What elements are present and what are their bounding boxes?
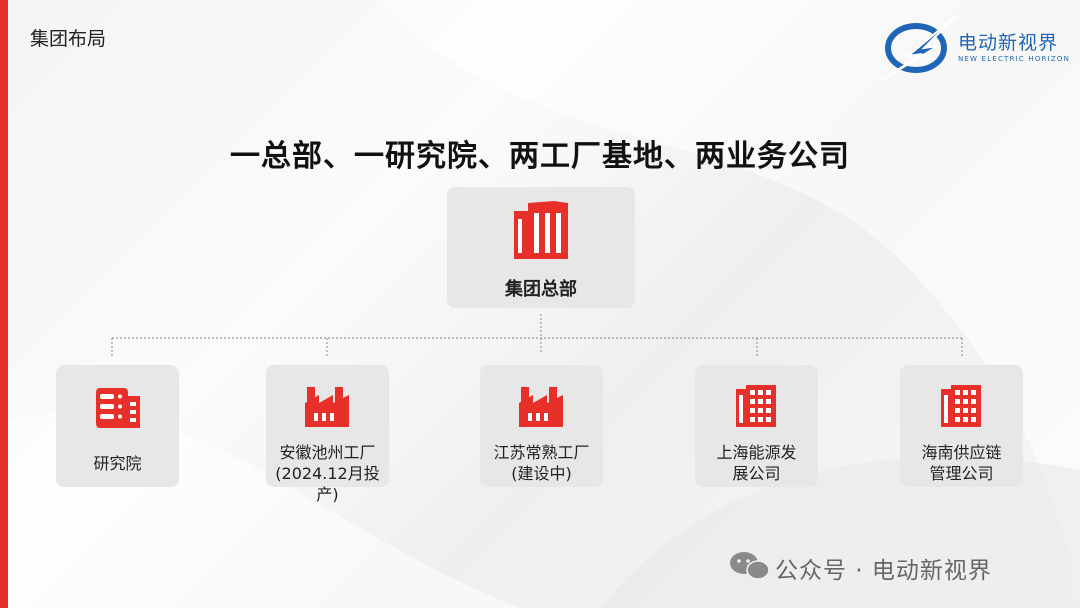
hq-label: 集团总部 xyxy=(505,279,577,300)
factory-icon xyxy=(519,387,563,427)
unit-line1: 江苏常熟工厂 xyxy=(493,443,590,462)
lightning-circle-logo xyxy=(881,15,957,81)
unit-line2: 管理公司 xyxy=(929,464,994,483)
watermark-text: 公众号 · 电动新视界 xyxy=(775,558,992,584)
unit-line1: 上海能源发 xyxy=(716,443,797,462)
hq-label-wrap: 集团总部 xyxy=(447,187,635,308)
unit-line2: (建设中) xyxy=(511,464,572,483)
unit-line1: 海南供应链 xyxy=(921,443,1002,462)
factory-icon xyxy=(305,387,349,427)
office-building-icon xyxy=(514,201,568,259)
office-tower-icon xyxy=(941,385,981,427)
office-tower-icon xyxy=(736,385,776,427)
unit-line1: 研究院 xyxy=(93,454,142,473)
unit-card-shanghai: 上海能源发 展公司 xyxy=(695,365,818,487)
section-title: 集团布局 xyxy=(30,28,107,50)
logo-name-en: NEW ELECTRIC HORIZON xyxy=(958,55,1070,63)
accent-bar xyxy=(0,0,8,608)
unit-line1: 安徽池州工厂 xyxy=(279,443,376,462)
wechat-icon xyxy=(730,552,770,580)
unit-card-changshu: 江苏常熟工厂 (建设中) xyxy=(480,365,603,487)
hq-card xyxy=(447,187,635,308)
unit-line2: 展公司 xyxy=(732,464,781,483)
logo-name-cn: 电动新视界 xyxy=(958,32,1059,54)
unit-card-hainan: 海南供应链 管理公司 xyxy=(900,365,1023,487)
server-building-icon xyxy=(96,388,140,428)
unit-card-research: 研究院 xyxy=(56,365,179,487)
unit-card-chizhou: 安徽池州工厂 (2024.12月投产) xyxy=(266,365,389,504)
unit-line2: (2024.12月投产) xyxy=(275,464,380,504)
headline: 一总部、一研究院、两工厂基地、两业务公司 xyxy=(230,139,850,174)
